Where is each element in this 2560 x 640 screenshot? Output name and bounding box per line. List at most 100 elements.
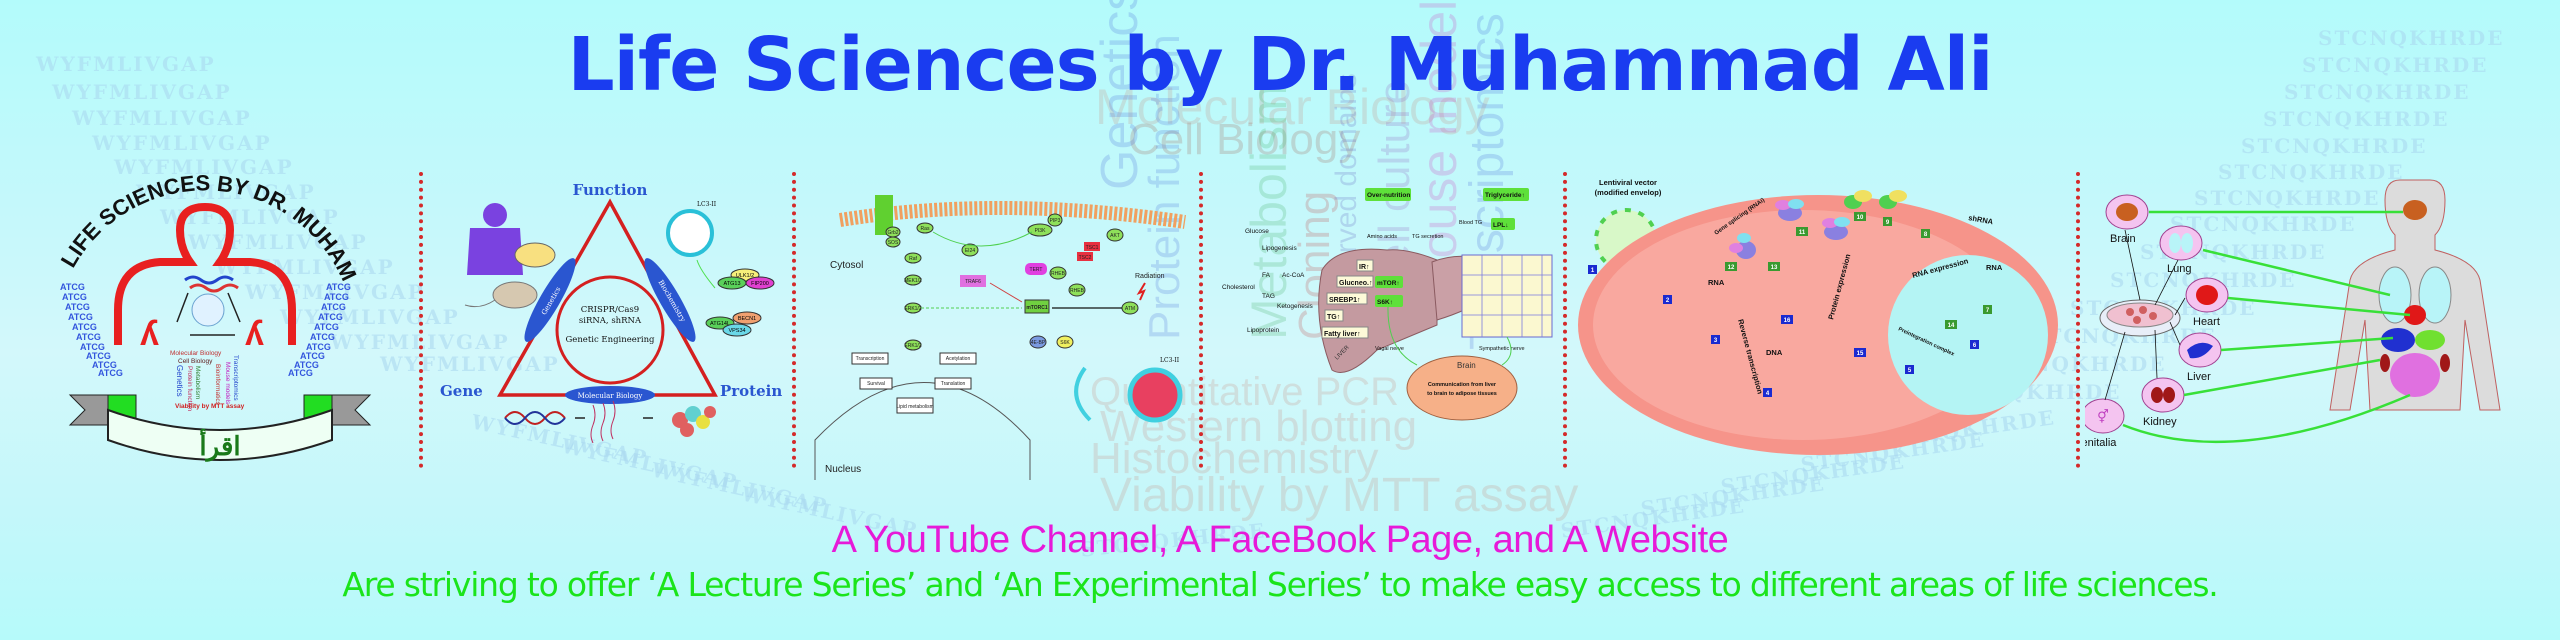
- svg-text:RNA: RNA: [1708, 278, 1725, 287]
- step-markers: 1 2 3 4 5 6 15 16 7 8 9 10 11 12 13 14: [1588, 212, 1992, 397]
- antibody-icon: ʎ: [245, 315, 264, 353]
- banner-ribbon: اقرأ: [68, 394, 372, 462]
- watermark-text: WYFMLIVGAP: [114, 155, 294, 179]
- svg-text:ATCG: ATCG: [72, 322, 97, 332]
- svg-text:mTOR↑: mTOR↑: [1377, 280, 1400, 287]
- watermark-text: STCNQKHRDE: [2318, 26, 2505, 50]
- svg-text:5: 5: [1908, 368, 1912, 374]
- svg-text:Cytosol: Cytosol: [830, 260, 863, 271]
- svg-text:Glucneo.↑: Glucneo.↑: [1339, 280, 1372, 287]
- antibody-icon: ʎ: [140, 315, 159, 353]
- watermark-text: WYFMLIVGAP: [380, 352, 560, 376]
- protein-complex-icons: [1729, 190, 1907, 259]
- svg-text:Bioinformatics: Bioinformatics: [214, 364, 221, 406]
- petri-dish-icon: [514, 242, 556, 268]
- watermark-text: WYFMLIVGAP: [280, 305, 460, 329]
- svg-text:PI3K: PI3K: [1035, 228, 1047, 234]
- svg-text:ATCG: ATCG: [318, 312, 343, 322]
- triangle-panel: Function Genetics Biochemistry Molecular…: [425, 150, 790, 480]
- svg-text:Translation: Translation: [941, 381, 966, 387]
- transplant-arrows: [2122, 210, 2411, 444]
- svg-text:Survival: Survival: [867, 381, 885, 387]
- svg-text:ATCG: ATCG: [92, 360, 117, 370]
- dna-sequence-arc: ATCG ATCG ATCG ATCG ATCG ATCG ATCG ATCG …: [60, 282, 351, 378]
- svg-text:RNA: RNA: [1986, 263, 2003, 272]
- brain-icon: [1406, 355, 1518, 421]
- svg-text:ATCG: ATCG: [288, 368, 313, 378]
- svg-text:9: 9: [1886, 220, 1890, 226]
- channel-tagline: A YouTube Channel, A FaceBook Page, and …: [831, 519, 1729, 561]
- svg-text:ATCG: ATCG: [326, 282, 351, 292]
- svg-text:Heart: Heart: [2193, 316, 2220, 328]
- liver-panel: Glucose Lipogenesis FA Ac-CoA Cholestero…: [1207, 150, 1557, 480]
- watermark-text: WYFMLIVGAP: [92, 131, 272, 155]
- svg-text:Vagal nerve: Vagal nerve: [1375, 346, 1404, 352]
- svg-text:S6K: S6K: [1060, 340, 1070, 346]
- panel-divider: [792, 172, 796, 468]
- svg-text:shRNA: shRNA: [1968, 213, 1995, 226]
- svg-text:TSC1: TSC1: [1086, 245, 1099, 251]
- svg-text:TSC2: TSC2: [1079, 255, 1092, 261]
- nucleus-outline: [814, 382, 1031, 480]
- svg-text:TG↑: TG↑: [1327, 314, 1340, 321]
- radiation-icon: [1136, 282, 1146, 301]
- svg-text:ATM: ATM: [1125, 306, 1135, 312]
- svg-text:TRAF6: TRAF6: [965, 279, 981, 285]
- svg-text:ATCG: ATCG: [65, 302, 90, 312]
- svg-text:ATCG: ATCG: [76, 332, 101, 342]
- svg-text:SREBP1↑: SREBP1↑: [1329, 297, 1361, 304]
- organs-panel: ⚥ Brain Lung Heart Liver Kidney Genitali…: [2073, 150, 2545, 480]
- svg-text:FIP200: FIP200: [751, 281, 769, 287]
- svg-text:EI24: EI24: [965, 248, 976, 254]
- svg-text:Kidney: Kidney: [2143, 416, 2177, 428]
- svg-text:Lipid metabolism: Lipid metabolism: [896, 404, 934, 410]
- watermark-text: STCNQKHRDE: [2284, 80, 2471, 104]
- svg-text:VPS34: VPS34: [728, 328, 745, 334]
- panel-divider: [1199, 172, 1203, 468]
- svg-text:4E-BP: 4E-BP: [1031, 340, 1046, 346]
- autophagosome-icon: [666, 209, 714, 257]
- adipose-tissue-icon: [1461, 254, 1553, 338]
- svg-text:12: 12: [1728, 265, 1735, 271]
- watermark-text: WYFMLIVGAP: [245, 280, 425, 304]
- svg-text:Cholesterol: Cholesterol: [1222, 284, 1255, 291]
- svg-text:ERK1/2: ERK1/2: [904, 343, 921, 349]
- svg-text:ATG14L: ATG14L: [710, 321, 730, 327]
- svg-text:Triglyceride↑: Triglyceride↑: [1485, 192, 1525, 199]
- svg-text:TAG: TAG: [1262, 293, 1275, 300]
- svg-text:Raf: Raf: [909, 256, 917, 262]
- protein-structure-icon: [672, 406, 716, 437]
- watermark-text: WYFMLIVGAP: [72, 106, 252, 130]
- human-icon: [467, 203, 523, 275]
- banner-text: اقرأ: [199, 428, 240, 462]
- svg-text:Metabolism: Metabolism: [194, 366, 201, 399]
- svg-text:Liver: Liver: [2187, 371, 2211, 383]
- panel-divider: [1563, 172, 1567, 468]
- logo-panel: LIFE SCIENCES BY DR. MUHAMMAD ALI ʎ ʎ Mo…: [21, 130, 410, 480]
- organ-thumbnails: ⚥: [2081, 194, 2229, 434]
- svg-text:Over-nutrition: Over-nutrition: [1367, 192, 1410, 199]
- svg-text:ATCG: ATCG: [98, 368, 123, 378]
- watermark-text: WYFMLIVGAP: [188, 230, 368, 254]
- svg-text:mTORC1: mTORC1: [1026, 305, 1048, 311]
- gender-symbol-icon: ⚥: [2097, 409, 2109, 424]
- svg-text:ATCG: ATCG: [86, 351, 111, 361]
- watermark-text: STCNQKHRDE: [2263, 107, 2450, 131]
- svg-text:11: 11: [1799, 230, 1806, 236]
- svg-text:Molecular Biology: Molecular Biology: [170, 350, 222, 357]
- organ-labels: Brain Lung Heart Liver Kidney Genitalia: [2073, 233, 2220, 449]
- svg-text:Protein function: Protein function: [186, 366, 193, 412]
- human-outline-icon: [114, 202, 296, 345]
- dna-helix-icon: [504, 411, 566, 425]
- svg-text:ATCG: ATCG: [306, 342, 331, 352]
- svg-text:FA: FA: [1262, 272, 1271, 279]
- svg-text:RHEB: RHEB: [1070, 288, 1085, 294]
- label-gene: Gene: [440, 382, 483, 400]
- cloud-word: Molecular Biology: [1095, 79, 1490, 135]
- watermark-text: WYFMLIVGAP: [36, 52, 216, 76]
- svg-text:ERK1/2: ERK1/2: [904, 306, 921, 312]
- svg-text:Transcription: Transcription: [856, 356, 885, 362]
- svg-text:Acetylation: Acetylation: [946, 356, 971, 362]
- watermark-text: WYFMLIVGAP: [52, 80, 232, 104]
- pathway-panel: Cytosol Nucleus Grb2 SOS Ras Raf MEK1/2 …: [800, 150, 1195, 480]
